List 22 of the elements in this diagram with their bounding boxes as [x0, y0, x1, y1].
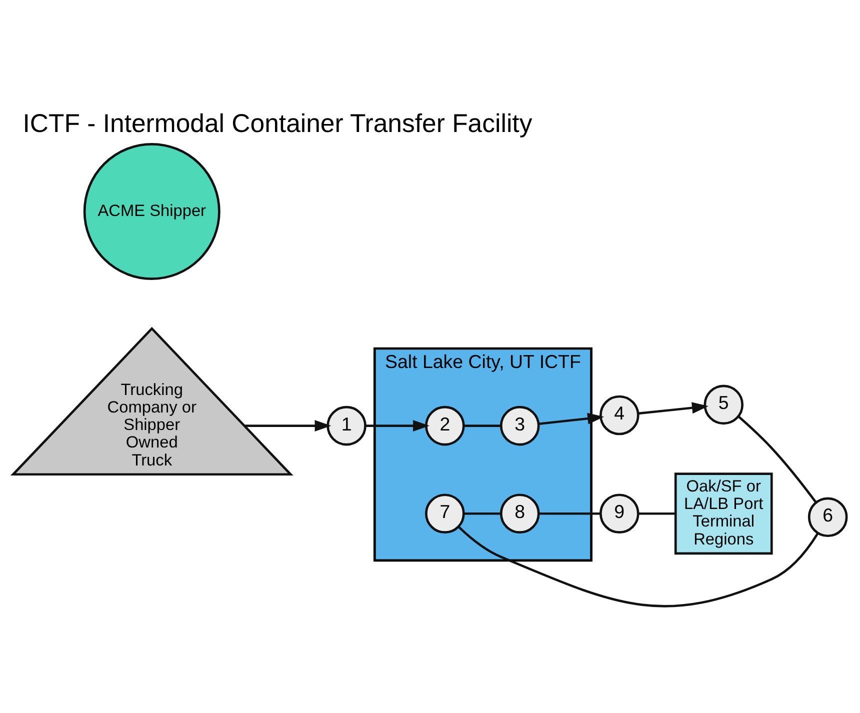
- node-circle: 6: [808, 497, 848, 538]
- arrow: [538, 412, 604, 426]
- connector: [538, 512, 600, 515]
- connector: [458, 526, 819, 608]
- arrow: [638, 402, 708, 415]
- diagram-title: ICTF - Intermodal Container Transfer Facility: [22, 110, 532, 138]
- node-circle: 7: [425, 494, 465, 534]
- connector: [464, 512, 501, 515]
- node-box: Oak/SF or LA/LB Port Terminal Regions: [674, 472, 773, 555]
- node-circle: 4: [600, 395, 640, 436]
- node-circle: 3: [500, 406, 540, 446]
- node-circle: 8: [500, 494, 540, 534]
- connector: [464, 424, 501, 427]
- node-circle: ACME Shipper: [83, 142, 220, 280]
- node-circle: 5: [704, 384, 744, 425]
- connector: [738, 415, 817, 503]
- connector: [638, 512, 676, 515]
- node-circle: 2: [425, 406, 465, 446]
- node-circle: 1: [326, 406, 366, 446]
- arrow: [244, 420, 332, 432]
- node-circle: 9: [600, 494, 640, 534]
- arrow: [365, 420, 430, 432]
